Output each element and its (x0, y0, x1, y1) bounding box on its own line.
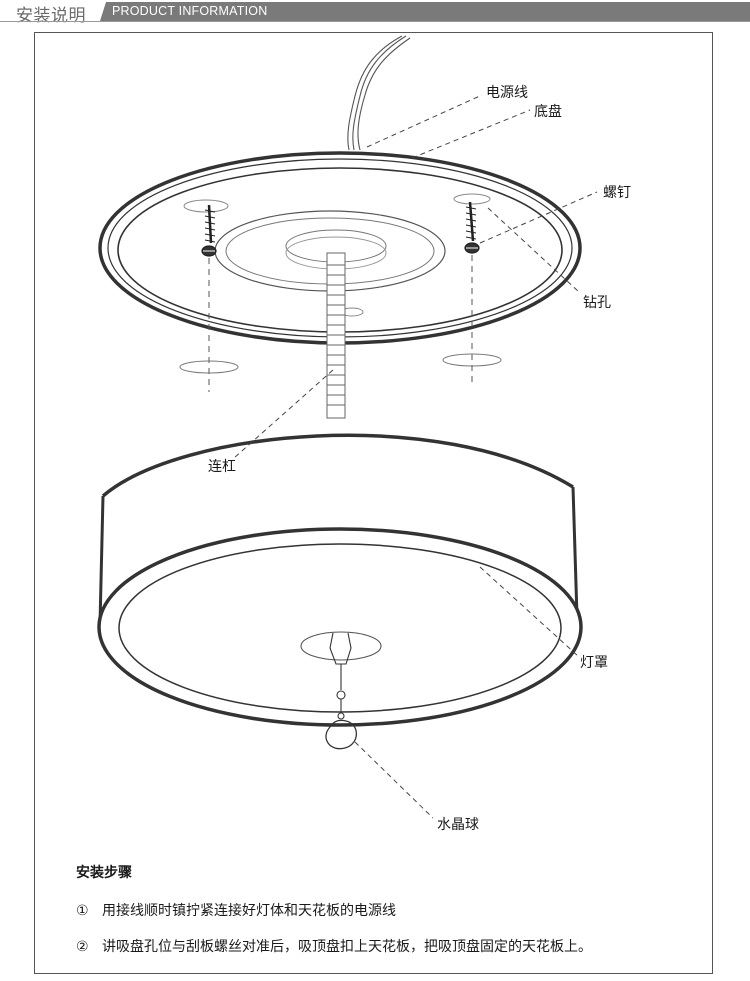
screw-guides (208, 255, 473, 392)
power-cord (347, 35, 411, 151)
step-1-number: ① (76, 903, 89, 919)
step-2-text: 讲吸盘孔位与刮板螺丝对准后，吸顶盘扣上天花板，把吸顶盘固定的天花板上。 (102, 939, 592, 955)
screw-right (464, 201, 480, 254)
label-connecting-rod: 连杠 (208, 459, 236, 475)
step-1-text: 用接线顺时镇拧紧连接好灯体和天花板的电源线 (102, 903, 396, 919)
section-header: 安装说明 PRODUCT INFORMATION (0, 0, 750, 26)
connecting-rod (326, 252, 346, 419)
label-screw: 螺钉 (603, 185, 631, 201)
label-power-cord: 电源线 (486, 85, 528, 101)
label-drill-hole: 钻孔 (583, 295, 611, 311)
crystal-ball-assembly (300, 631, 382, 750)
screw-left (201, 204, 217, 257)
step-1: ① 用接线顺时镇拧紧连接好灯体和天花板的电源线 (76, 900, 396, 920)
ceiling-holes (179, 353, 502, 374)
diagram-frame (34, 32, 713, 974)
leader-lines (233, 94, 598, 819)
step-2: ② 讲吸盘孔位与刮板螺丝对准后，吸顶盘扣上天花板，把吸顶盘固定的天花板上。 (76, 936, 592, 956)
label-base-plate: 底盘 (534, 104, 562, 120)
label-lampshade: 灯罩 (580, 655, 608, 671)
label-crystal-ball: 水晶球 (437, 817, 479, 833)
header-bar: PRODUCT INFORMATION (100, 2, 750, 21)
lampshade (97, 433, 583, 727)
header-subtitle: PRODUCT INFORMATION (112, 4, 268, 18)
header-divider (0, 21, 750, 22)
step-2-number: ② (76, 939, 89, 955)
steps-title: 安装步骤 (76, 865, 132, 881)
